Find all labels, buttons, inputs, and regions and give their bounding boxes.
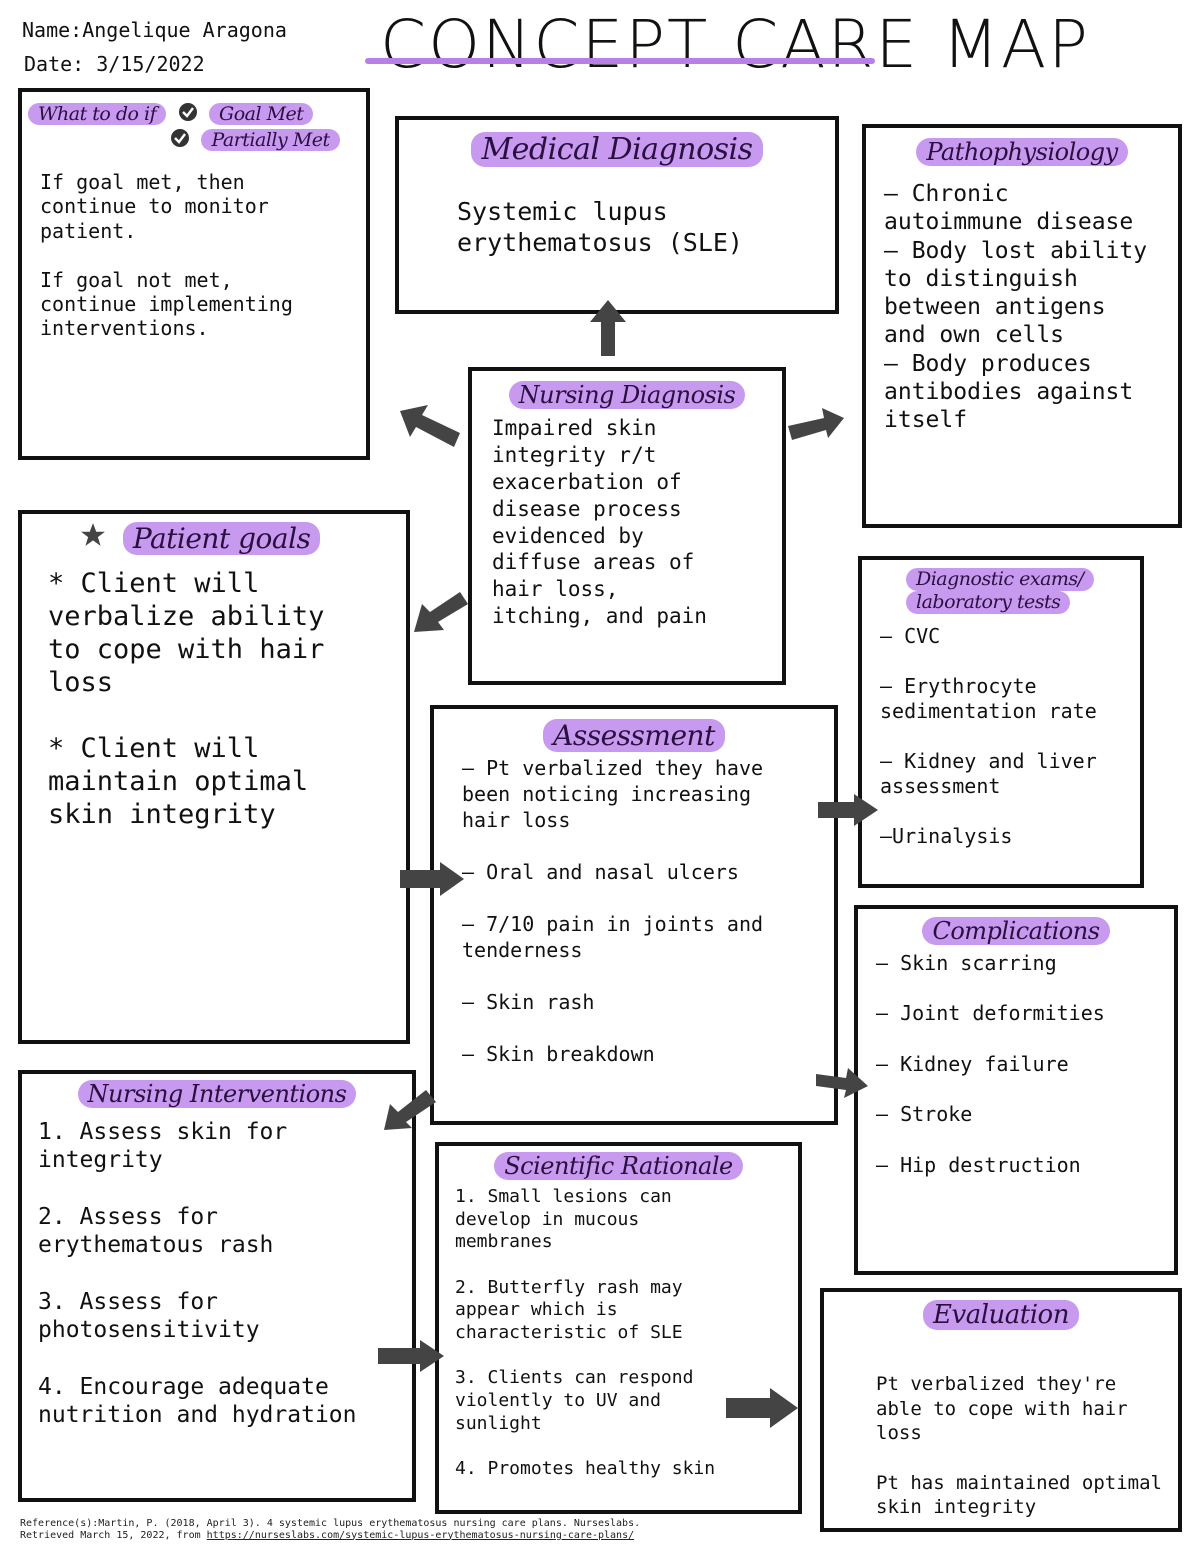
star-icon <box>80 522 106 555</box>
pathophysiology-heading-text: Pathophysiology <box>916 138 1128 166</box>
patient-goals-box: Patient goals * Client will verbalize ab… <box>18 510 410 1044</box>
title-strike-decoration <box>365 58 875 64</box>
pathophysiology-box: Pathophysiology – Chronic autoimmune dis… <box>862 124 1182 528</box>
scientific-rationale-heading-text: Scientific Rationale <box>494 1152 743 1180</box>
arrow-icon <box>816 1068 868 1098</box>
arrow-icon <box>788 408 844 440</box>
nursing-interventions-heading: Nursing Interventions <box>22 1080 412 1108</box>
name-label: Name: <box>22 18 83 42</box>
reference-line-2: Retrieved March 15, 2022, from <box>20 1529 201 1541</box>
patient-goals-heading-text: Patient goals <box>122 522 321 555</box>
assessment-heading: Assessment <box>434 719 834 752</box>
date-label: Date: <box>24 52 85 76</box>
diagnostic-exams-body: – CVC – Erythrocyte sedimentation rate –… <box>880 624 1097 848</box>
assessment-heading-text: Assessment <box>543 719 725 752</box>
reference-line-1: Reference(s):Martin, P. (2018, April 3).… <box>20 1518 641 1529</box>
reference-citation: Reference(s):Martin, P. (2018, April 3).… <box>20 1518 640 1541</box>
diagnostic-exams-heading: Diagnostic exams/ laboratory tests <box>906 568 1094 614</box>
diagnostic-exams-heading-line-2: laboratory tests <box>906 590 1071 614</box>
name-value: Angelique Aragona <box>82 18 287 42</box>
medical-diagnosis-heading-text: Medical Diagnosis <box>471 132 763 167</box>
nursing-interventions-box: Nursing Interventions 1. Assess skin for… <box>18 1070 416 1502</box>
evaluation-body: Pt verbalized they're able to cope with … <box>876 1373 1162 1519</box>
name-line: Name:Angelique Aragona <box>22 18 287 42</box>
arrow-icon <box>400 405 460 447</box>
evaluation-box: Evaluation Pt verbalized they're able to… <box>820 1288 1182 1532</box>
arrow-icon <box>590 300 626 356</box>
goal-met-label: Goal Met <box>209 103 314 125</box>
nursing-diagnosis-heading: Nursing Diagnosis <box>472 381 782 409</box>
patient-goals-body: * Client will verbalize ability to cope … <box>48 568 325 830</box>
nursing-diagnosis-box: Nursing Diagnosis Impaired skin integrit… <box>468 367 786 685</box>
nursing-interventions-body: 1. Assess skin for integrity 2. Assess f… <box>38 1119 357 1428</box>
what-to-do-body: If goal met, then continue to monitor pa… <box>40 170 293 341</box>
arrow-icon <box>400 862 464 896</box>
date-line: Date: 3/15/2022 <box>24 52 205 76</box>
assessment-body: – Pt verbalized they have been noticing … <box>462 756 764 1066</box>
page-title: CONCEPT CARE MAP <box>380 6 1090 83</box>
evaluation-heading-text: Evaluation <box>923 1300 1079 1330</box>
check-circle-icon <box>170 128 190 153</box>
reference-link[interactable]: https://nurseslabs.com/systemic-lupus-er… <box>206 1529 635 1541</box>
complications-box: Complications – Skin scarring – Joint de… <box>854 905 1178 1275</box>
check-circle-icon <box>178 102 198 127</box>
arrow-icon <box>384 1090 436 1130</box>
what-to-do-heading-text: What to do if <box>28 103 167 125</box>
arrow-icon <box>378 1340 444 1372</box>
evaluation-heading: Evaluation <box>824 1300 1178 1330</box>
patient-goals-heading: Patient goals <box>80 522 321 555</box>
arrow-icon <box>726 1388 798 1428</box>
scientific-rationale-heading: Scientific Rationale <box>439 1152 798 1180</box>
nursing-diagnosis-heading-text: Nursing Diagnosis <box>508 381 746 409</box>
date-value: 3/15/2022 <box>96 52 205 76</box>
complications-heading: Complications <box>858 917 1174 945</box>
medical-diagnosis-heading: Medical Diagnosis <box>399 132 835 167</box>
complications-heading-text: Complications <box>922 917 1110 945</box>
medical-diagnosis-body: Systemic lupus erythematosus (SLE) <box>457 197 743 258</box>
what-to-do-box: What to do if Goal Met Partially Met If … <box>18 88 370 460</box>
nursing-interventions-heading-text: Nursing Interventions <box>77 1080 357 1108</box>
complications-body: – Skin scarring – Joint deformities – Ki… <box>876 951 1105 1177</box>
pathophysiology-heading: Pathophysiology <box>866 138 1178 166</box>
pathophysiology-body: – Chronic autoimmune disease – Body lost… <box>884 181 1148 434</box>
partially-met-heading: Partially Met <box>170 128 340 153</box>
arrow-icon <box>414 592 468 632</box>
scientific-rationale-body: 1. Small lesions can develop in mucous m… <box>455 1186 716 1480</box>
diagnostic-exams-heading-line-1: Diagnostic exams/ <box>906 568 1094 591</box>
medical-diagnosis-box: Medical Diagnosis Systemic lupus erythem… <box>395 116 839 314</box>
diagnostic-exams-box: Diagnostic exams/ laboratory tests – CVC… <box>858 556 1144 888</box>
arrow-icon <box>818 794 878 826</box>
assessment-box: Assessment – Pt verbalized they have bee… <box>430 705 838 1125</box>
partially-met-label: Partially Met <box>201 129 340 151</box>
what-to-do-heading: What to do if Goal Met <box>28 102 314 127</box>
nursing-diagnosis-body: Impaired skin integrity r/t exacerbation… <box>492 416 707 629</box>
scientific-rationale-box: Scientific Rationale 1. Small lesions ca… <box>435 1142 802 1514</box>
